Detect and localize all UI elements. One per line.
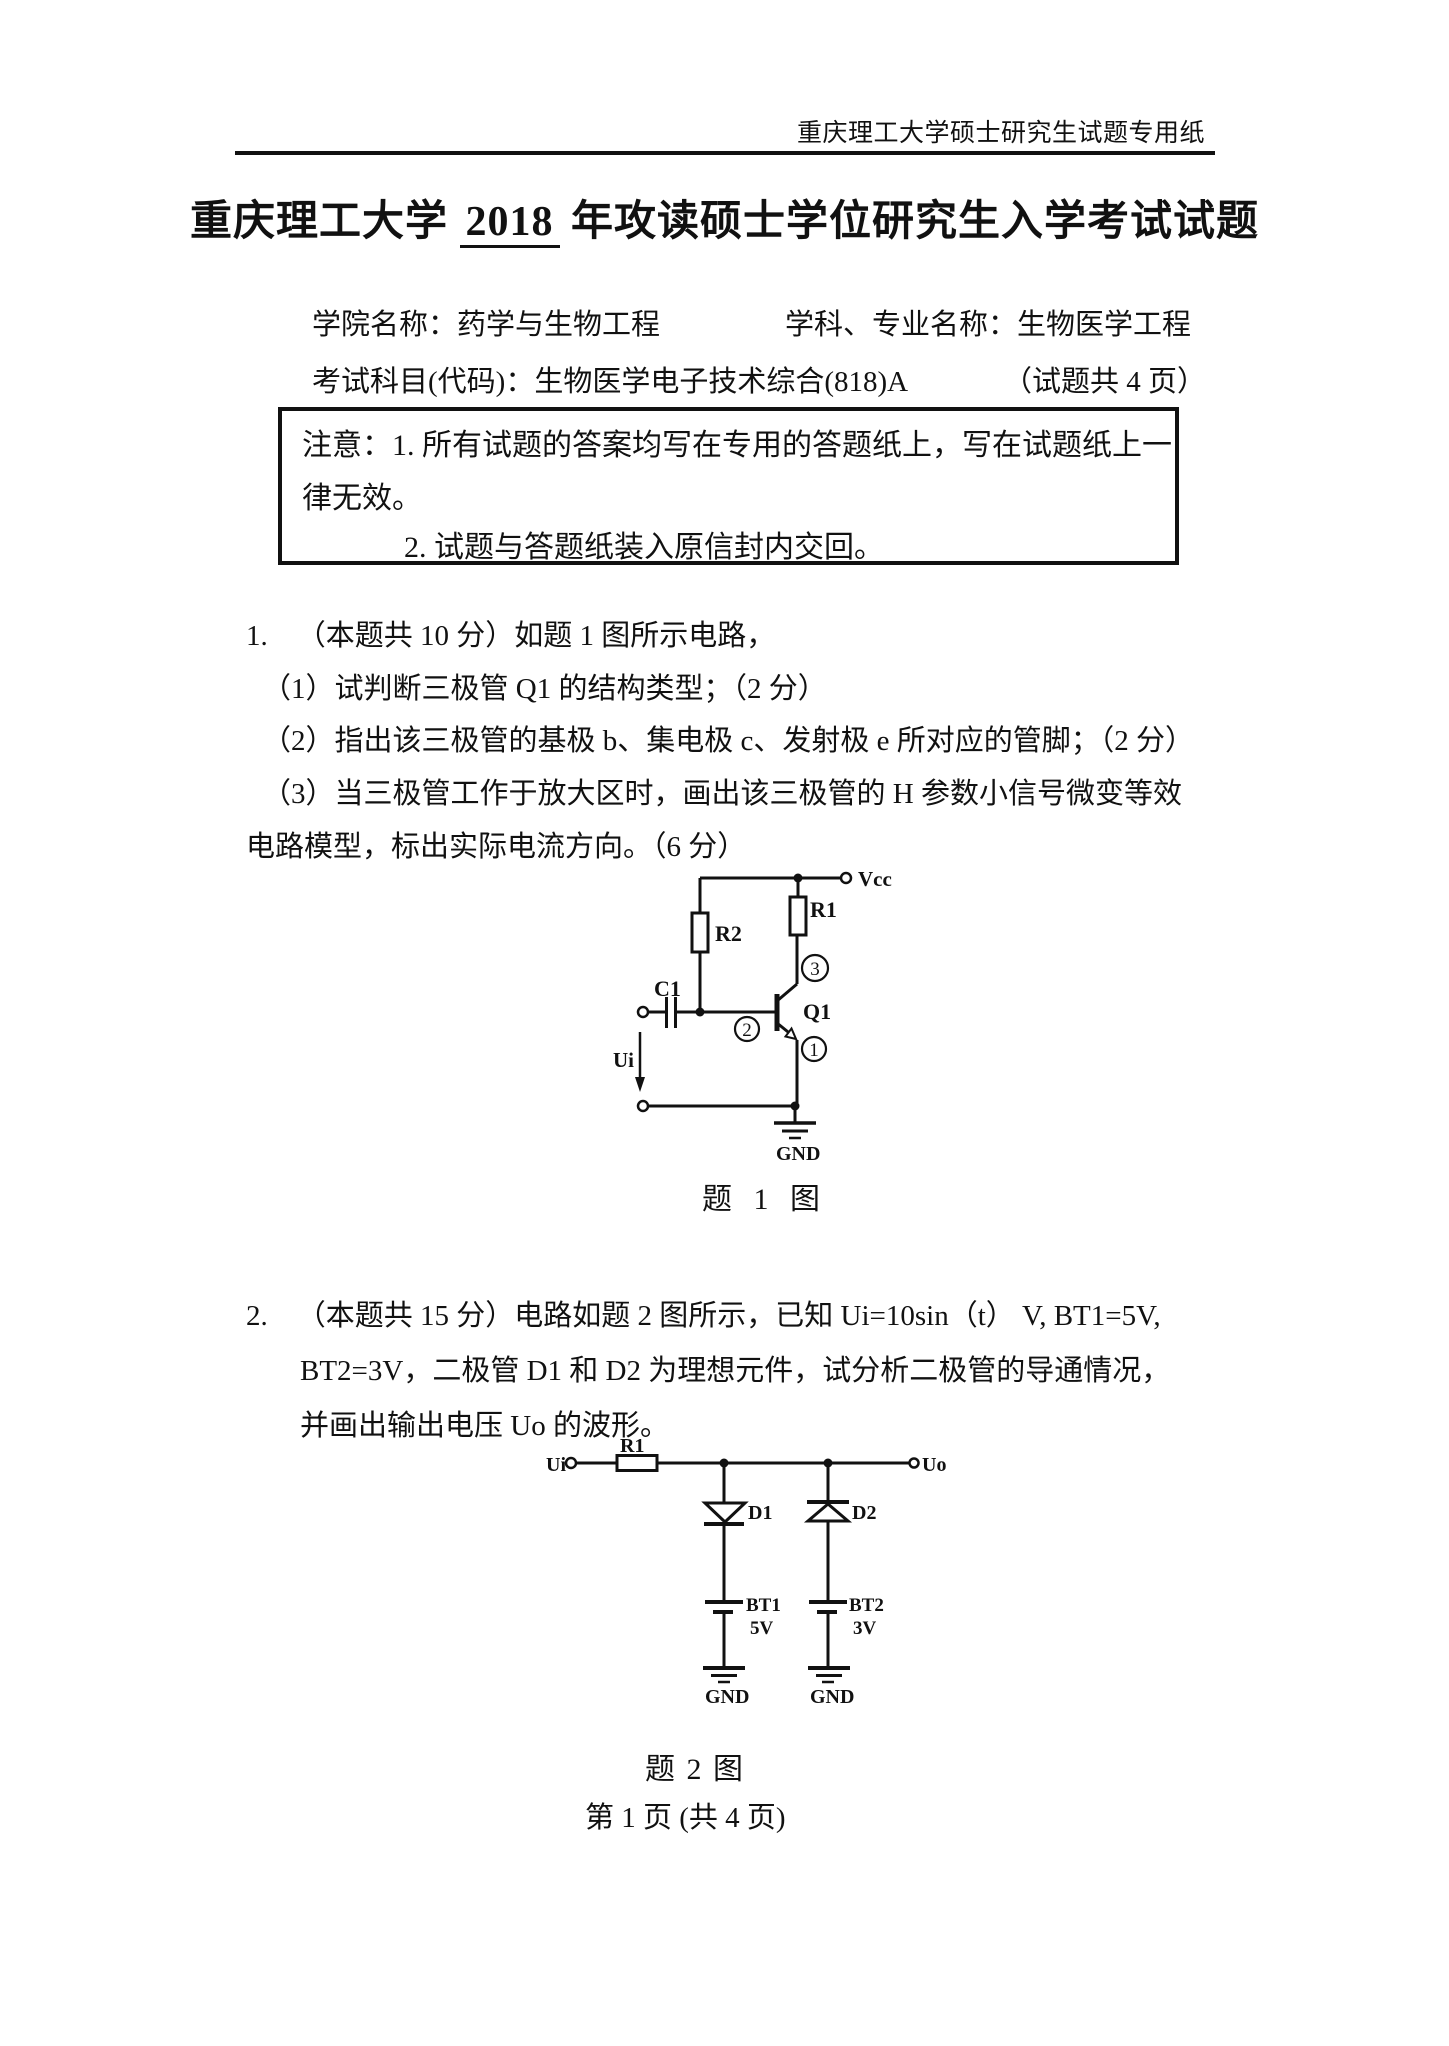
- question1-line-3: （2）指出该三极管的基极 b、集电极 c、发射极 e 所对应的管脚；（2 分）: [262, 725, 1194, 757]
- question1-line-5: 电路模型，标出实际电流方向。（6 分）: [246, 831, 747, 863]
- pin1-number: 1: [809, 1040, 819, 1061]
- figure1-caption: 题 1 图: [702, 1183, 827, 1216]
- question2-line-1: 2. （本题共 15 分）电路如题 2 图所示，已知 Ui=10sin（t） V…: [246, 1300, 1161, 1332]
- uo-label: Uo: [922, 1454, 946, 1476]
- output-terminal: [908, 1457, 920, 1469]
- vcc-label: Vcc: [858, 867, 892, 891]
- question2-line-2: BT2=3V，二极管 D1 和 D2 为理想元件，试分析二极管的导通情况，: [300, 1355, 1171, 1387]
- gnd-label: GND: [776, 1143, 820, 1165]
- emitter-arrowhead: [783, 1026, 798, 1041]
- header-note: 重庆理工大学硕士研究生试题专用纸: [797, 120, 1206, 147]
- r2-label: R2: [715, 921, 742, 946]
- transistor-collector: [776, 982, 798, 1003]
- title-year: 2018: [459, 199, 560, 248]
- bt2-label: BT2: [849, 1595, 884, 1616]
- ui-label: Ui: [613, 1048, 634, 1072]
- ui-label: Ui: [546, 1454, 566, 1476]
- ui-arrowhead: [635, 1077, 645, 1092]
- info-college: 学院名称：药学与生物工程: [312, 309, 661, 341]
- d2-label: D2: [852, 1502, 876, 1524]
- pin3-circle: [800, 953, 830, 983]
- resistor-r1-body: [615, 1454, 659, 1472]
- r1-label: R1: [620, 1435, 644, 1457]
- input-return-terminal: [636, 1099, 650, 1113]
- page-footer: 第 1 页 (共 4 页): [585, 1802, 786, 1834]
- header-rule: [235, 151, 1215, 155]
- info-pages-note: （试题共 4 页）: [1003, 366, 1207, 398]
- bt1-label: BT1: [746, 1595, 781, 1616]
- question1-line-1: 1. （本题共 10 分）如题 1 图所示电路，: [246, 620, 776, 652]
- diode-d1: [701, 1501, 749, 1525]
- page-title: 重庆理工大学 2018 年攻读硕士学位研究生入学考试试题: [0, 198, 1449, 248]
- bt2-voltage: 3V: [853, 1618, 877, 1639]
- resistor-r1-body: [788, 895, 808, 937]
- title-suffix: 年攻读硕士学位研究生入学考试试题: [559, 199, 1260, 245]
- input-terminal: [564, 1456, 578, 1470]
- gnd2-label: GND: [810, 1686, 854, 1708]
- c1-label: C1: [654, 976, 681, 1001]
- pin2-number: 2: [742, 1020, 752, 1041]
- q1-label: Q1: [803, 999, 831, 1024]
- figure2-caption: 题 2 图: [645, 1753, 745, 1786]
- resistor-r2-body: [690, 911, 710, 954]
- notice-line-1: 注意：1. 所有试题的答案均写在专用的答题纸上，写在试题纸上一: [302, 429, 1172, 462]
- gnd1-label: GND: [705, 1686, 749, 1708]
- pin2-circle: [733, 1015, 761, 1043]
- vcc-terminal: [839, 871, 853, 885]
- d1-label: D1: [748, 1502, 772, 1524]
- bt1-voltage: 5V: [750, 1618, 774, 1639]
- question1-line-2: （1）试判断三极管 Q1 的结构类型；（2 分）: [262, 673, 827, 705]
- circuit1-figure: Vcc R2 R1 C1 Q1 3 2 1 Ui: [613, 867, 892, 1165]
- notice-box: 注意：1. 所有试题的答案均写在专用的答题纸上，写在试题纸上一 律无效。 2. …: [278, 407, 1179, 565]
- question2-line-3: 并画出输出电压 Uo 的波形。: [300, 1410, 669, 1442]
- input-terminal: [636, 1005, 650, 1019]
- notice-line-3: 2. 试题与答题纸装入原信封内交回。: [404, 531, 884, 564]
- notice-line-2: 律无效。: [302, 482, 422, 515]
- title-prefix: 重庆理工大学: [189, 199, 460, 245]
- r1-label: R1: [810, 897, 837, 922]
- info-subject: 考试科目(代码)：生物医学电子技术综合(818)A: [312, 366, 909, 398]
- diode-d2: [803, 1502, 853, 1523]
- info-major: 学科、专业名称：生物医学工程: [785, 309, 1192, 341]
- circuit2-figure: Ui R1 Uo D1 BT1 5V GND D2 BT2 3V: [546, 1435, 946, 1708]
- question1-line-4: （3）当三极管工作于放大区时，画出该三极管的 H 参数小信号微变等效: [262, 778, 1182, 810]
- pin3-number: 3: [810, 959, 820, 980]
- pin1-circle: [800, 1035, 828, 1063]
